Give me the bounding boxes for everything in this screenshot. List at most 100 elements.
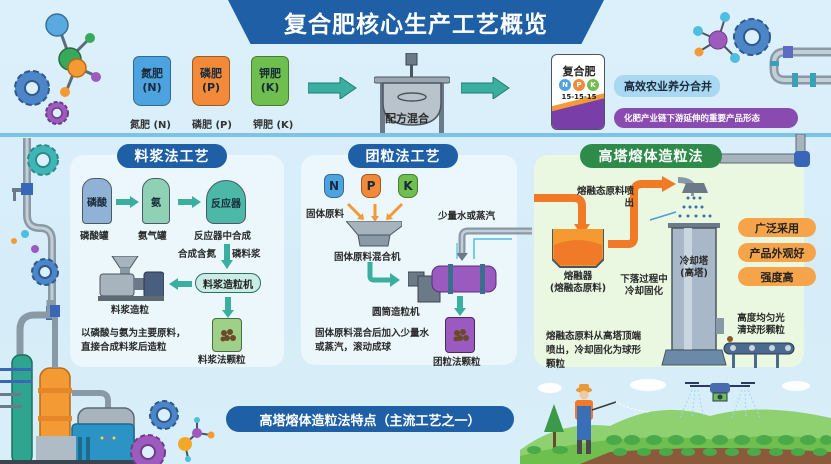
water-steam-label: 少量水或蒸汽 — [438, 211, 496, 222]
arrow-right-icon — [308, 77, 357, 99]
agglomeration-granules-bag — [445, 317, 475, 353]
reactor-label: 反应器中合成 — [194, 231, 252, 242]
ammonia-tank-label: 氨气罐 — [138, 231, 167, 242]
bag-label-symbol: (P) — [201, 81, 221, 94]
gear-icon — [130, 434, 166, 464]
tower-label-line2: (高塔) — [680, 268, 708, 280]
npk-badge-p: P — [573, 79, 585, 91]
gear-icon — [45, 101, 69, 125]
bag-label-symbol: (N) — [142, 81, 162, 94]
phosphoric-acid-tank-label: 磷酸罐 — [80, 231, 109, 242]
conveyor-icon — [723, 336, 795, 368]
converging-arrows-icon — [346, 202, 404, 222]
water-pipe-icon — [456, 227, 532, 261]
slurry-description: 以磷酸与氨为主要原料，直接合成料浆后造粒 — [81, 328, 186, 353]
npk-badge-k: K — [587, 79, 599, 91]
phosphorus-bag: 磷肥 (P) — [192, 56, 230, 106]
granulator-label: 料浆造粒 — [111, 305, 150, 316]
nitrogen-bag: 氮肥 (N) — [133, 56, 171, 106]
solid-mixer-label: 固体原料混合机 — [334, 252, 401, 263]
solid-mixer-icon — [346, 221, 402, 247]
page-title: 复合肥核心生产工艺概览 — [228, 0, 604, 44]
conveyor-label: 高度均匀光清球形颗粒 — [737, 313, 785, 337]
farm-scene — [520, 379, 831, 464]
product-name: 复合肥 — [562, 65, 596, 78]
raw-bag-k: K — [398, 174, 418, 198]
bag-caption: 钾肥 (K) — [253, 120, 294, 131]
bag-caption: 氮肥 (N) — [130, 120, 171, 131]
raw-material-label: 固体原料 — [306, 209, 345, 220]
raw-bag-p: P — [361, 174, 381, 198]
arrow-right-icon — [178, 196, 201, 208]
crop-plants — [527, 435, 831, 456]
feature-pill: 强度高 — [738, 267, 816, 286]
cloud-icon — [538, 379, 810, 393]
flow-label-left: 合成含氮 — [178, 249, 217, 260]
compound-fertilizer-bag: 复合肥 N P K 15-15-15 — [551, 54, 605, 130]
note-efficient-nutrients: 高效农业养分合并 — [614, 75, 720, 97]
arrow-bend-icon — [367, 262, 400, 287]
slurry-product-label: 料浆法颗粒 — [198, 355, 246, 366]
factory-icon — [0, 300, 140, 464]
mixer-tank-icon — [374, 53, 450, 137]
bag-label: 氮肥 — [141, 67, 163, 81]
prilling-description: 熔融态原料从高塔顶端喷出，冷却固化为球形颗粒 — [546, 331, 642, 370]
slurry-granules-bag — [212, 318, 242, 352]
tree-icon — [544, 404, 564, 448]
drum-granulator-label: 圆筒造粒机 — [372, 307, 420, 318]
gear-icon — [149, 400, 179, 430]
agglomeration-product-label: 团粒法颗粒 — [433, 357, 481, 368]
reactor: 反应器 — [206, 180, 246, 224]
npk-badge-n: N — [559, 79, 571, 91]
raw-bag-n: N — [324, 174, 344, 198]
section-divider — [0, 133, 831, 137]
melter-label-line1: 熔融器 — [563, 271, 593, 282]
tower-label: 冷却塔 (高塔) — [672, 256, 716, 281]
npk-ratio: 15-15-15 — [561, 93, 597, 101]
granules-icon — [453, 329, 469, 342]
bag-caption: 磷肥 (P) — [192, 120, 232, 131]
bag-label: 钾肥 — [259, 67, 281, 81]
arrow-right-icon — [116, 196, 139, 208]
granules-icon — [220, 329, 236, 342]
bag-label: 磷肥 — [200, 67, 222, 81]
arrow-down-icon — [222, 297, 234, 318]
arrow-left-icon — [169, 278, 192, 290]
gear-icon — [27, 144, 59, 176]
melter-label: 熔融器 (熔融态原料) — [548, 271, 608, 296]
farmer-icon — [575, 384, 651, 454]
bag-label-symbol: (K) — [260, 81, 280, 94]
gear-icon — [31, 258, 59, 286]
gear-icon — [14, 70, 50, 106]
potassium-bag: 钾肥 (K) — [251, 56, 289, 106]
molecule-icon — [693, 12, 740, 63]
arrow-right-icon — [461, 77, 510, 99]
cooling-tower-icon — [661, 183, 727, 366]
slurry-granulator-machine: 料浆造粒机 — [195, 273, 261, 293]
top-pipe-icon — [720, 134, 810, 167]
bottom-banner: 高塔熔体造粒法特点（主流工艺之一） — [226, 406, 514, 432]
melter-label-line2: (熔融态原料) — [549, 283, 607, 295]
spray-label: 熔融态原料喷出 — [576, 186, 634, 210]
feature-pill: 产品外观好 — [738, 243, 816, 262]
note-industry-chain: 化肥产业链下游延伸的重要产品形态 — [614, 108, 798, 128]
flow-label-right: 磷料浆 — [232, 249, 261, 260]
arrow-down-icon — [454, 296, 466, 316]
pipe-icon — [769, 46, 831, 87]
drum-granulator-icon — [408, 264, 497, 303]
panel-title-prilling: 高塔熔体造粒法 — [580, 144, 722, 168]
ammonia-tank: 氨 — [142, 178, 170, 224]
panel-title-agglomeration: 团粒法工艺 — [348, 144, 458, 168]
feature-pill: 广泛采用 — [738, 218, 816, 237]
panel-title-slurry: 料浆法工艺 — [117, 144, 227, 168]
agglomeration-description: 固体原料混合后加入少量水或蒸汽，滚动成球 — [315, 328, 430, 353]
mixer-label: 配方混合 — [385, 112, 429, 125]
molecule-icon — [45, 13, 101, 97]
npk-badges: N P K — [559, 79, 599, 91]
fall-label: 下落过程中冷却固化 — [620, 274, 668, 298]
granulator-icon — [98, 256, 164, 301]
molecule-icon — [178, 417, 215, 462]
tower-label-line1: 冷却塔 — [679, 256, 709, 267]
drone-icon — [679, 382, 761, 419]
